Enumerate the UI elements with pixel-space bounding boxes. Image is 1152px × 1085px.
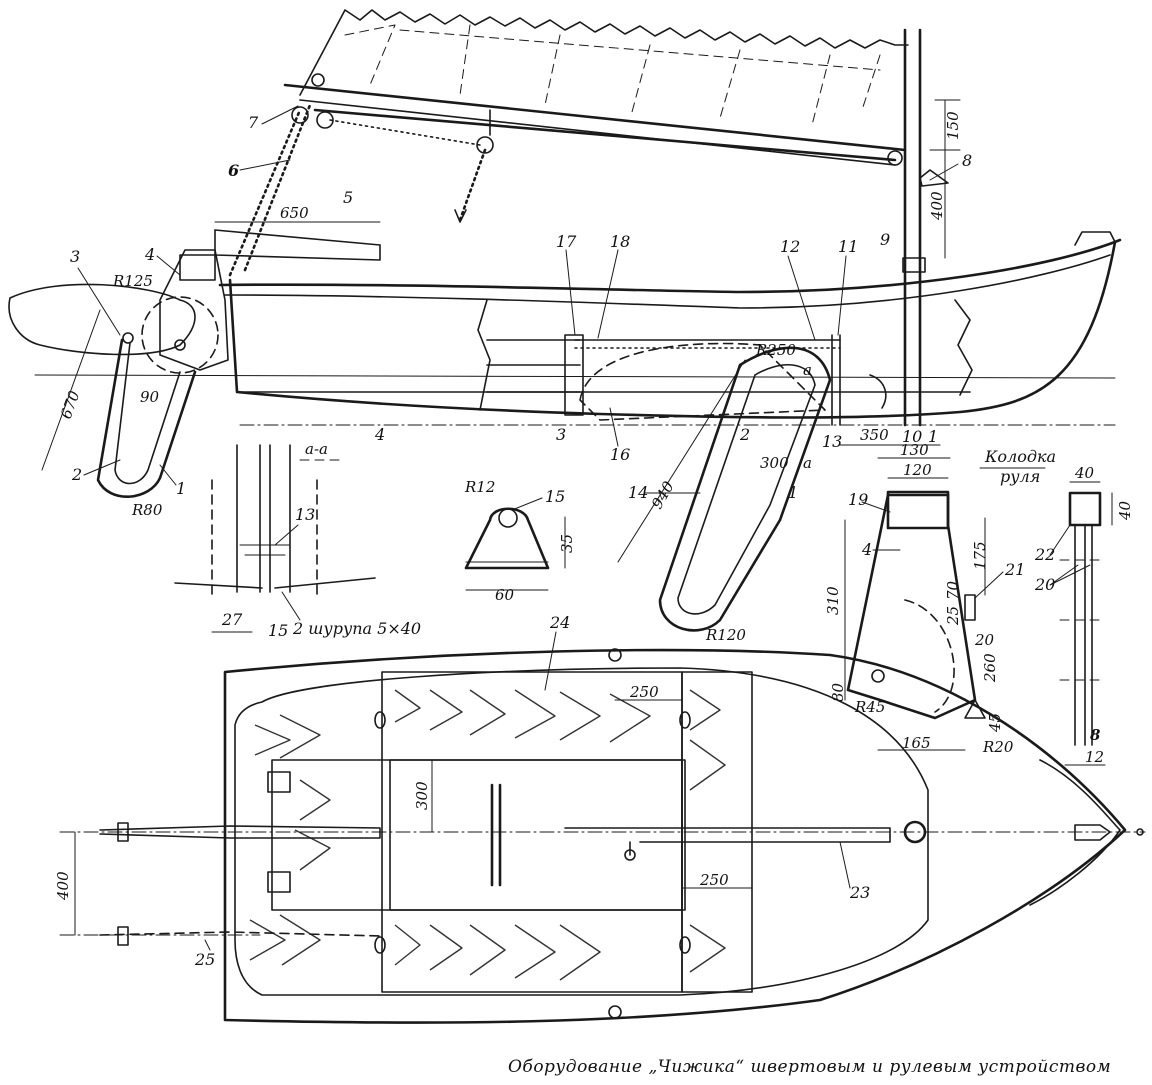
mast <box>902 28 926 427</box>
side-view: 7 6 8 9 5 4 3 17 18 12 11 16 3 4 2 13 10… <box>8 9 1122 644</box>
label-14: 14 <box>628 483 648 502</box>
dim-400-mast: 400 <box>928 191 946 221</box>
sail <box>299 9 909 126</box>
dim-250-top: 250 <box>629 683 659 701</box>
label-9: 9 <box>880 230 890 249</box>
dim-a-bot: a <box>803 454 812 472</box>
label-19: 19 <box>848 490 868 509</box>
rudder-head-side <box>141 249 229 374</box>
dim-20: 20 <box>974 631 995 649</box>
section-title: а-а <box>305 440 328 458</box>
boom <box>283 73 907 166</box>
label-22: 22 <box>1034 545 1055 564</box>
label-1-bow: 1 <box>928 427 938 446</box>
dim-40-top: 40 <box>1074 464 1095 482</box>
dim-165: 165 <box>902 734 931 752</box>
label-13-sec: 13 <box>295 505 315 524</box>
figure-caption: Оборудование „Чижика“ швертовым и рулевы… <box>508 1057 1111 1077</box>
label-5: 5 <box>343 188 353 207</box>
rudder-blade <box>96 332 197 498</box>
dim-r12: R12 <box>464 478 495 496</box>
screws-note: 2 шурупа 5×40 <box>292 619 421 638</box>
label-13-top: 13 <box>822 432 842 451</box>
sheet-rigging <box>228 103 494 277</box>
dim-r125: R125 <box>112 272 153 290</box>
label-21: 21 <box>1004 560 1025 579</box>
dim-45: 45 <box>986 713 1004 733</box>
centreboard <box>579 334 887 632</box>
fitting-detail: 40 40 22 20 8 12 <box>1034 464 1134 766</box>
label-17: 17 <box>556 232 577 251</box>
dim-260: 260 <box>981 653 999 683</box>
dim-175: 175 <box>971 541 989 570</box>
label-2-rudder: 2 <box>71 465 82 484</box>
dim-70: 70 <box>944 580 962 600</box>
dim-r250: R250 <box>755 341 796 359</box>
dim-35: 35 <box>558 534 576 553</box>
dim-a-top: a <box>803 361 812 379</box>
dim-r20: R20 <box>982 738 1014 756</box>
dim-650: 650 <box>280 204 309 222</box>
label-11: 11 <box>838 237 858 256</box>
label-15-plate: 15 <box>545 487 565 506</box>
dim-670: 670 <box>57 388 84 421</box>
dim-300-plan: 300 <box>413 781 431 810</box>
side-dimensions <box>41 99 961 563</box>
dim-60: 60 <box>495 586 515 604</box>
dim-80: 80 <box>829 682 847 702</box>
plan-view: 250 300 250 400 24 23 25 <box>54 613 1146 1024</box>
label-4-detail: 4 <box>861 540 872 559</box>
label-3-keel: 3 <box>556 425 566 444</box>
label-7: 7 <box>248 113 259 132</box>
label-1-top: 1 <box>176 479 186 498</box>
label-2-shvert: 2 <box>739 425 750 444</box>
dim-130: 130 <box>900 441 929 459</box>
dim-12: 12 <box>1085 748 1104 766</box>
block-title-1: Колодка <box>984 447 1056 466</box>
label-4-keel: 4 <box>374 425 385 444</box>
label-27: 27 <box>221 610 243 629</box>
label-23: 23 <box>849 883 870 902</box>
label-15-sec: 15 <box>268 621 288 640</box>
dim-r80: R80 <box>131 501 163 519</box>
label-4-block: 4 <box>144 245 155 264</box>
label-10: 10 <box>902 427 922 446</box>
dim-350: 350 <box>860 426 889 444</box>
label-20: 20 <box>1034 575 1055 594</box>
plate-15: R12 15 35 60 <box>464 478 576 604</box>
label-18: 18 <box>610 232 630 251</box>
label-12: 12 <box>780 237 800 256</box>
rudder-block-detail: Колодка руля 130 120 19 4 175 21 310 70 … <box>824 441 1056 756</box>
section-a-a: а-а 13 27 15 2 шурупа 5×40 <box>174 440 421 640</box>
dim-120: 120 <box>903 461 932 479</box>
label-25: 25 <box>194 950 215 969</box>
dim-300-shvert: 300 <box>760 454 789 472</box>
dim-r120: R120 <box>705 626 746 644</box>
dim-40-side: 40 <box>1116 500 1134 521</box>
dim-150: 150 <box>944 111 962 140</box>
block-title-2: руля <box>1000 467 1040 486</box>
dim-r45: R45 <box>854 698 885 716</box>
label-8: 8 <box>962 151 972 170</box>
label-16: 16 <box>610 445 630 464</box>
hull-side <box>218 231 1122 419</box>
label-24: 24 <box>549 613 570 632</box>
dim-250-mid: 250 <box>699 871 729 889</box>
label-3-tiller: 3 <box>70 247 80 266</box>
dim-310: 310 <box>824 586 842 615</box>
dim-25: 25 <box>944 606 962 626</box>
label-1-shvert: 1 <box>788 483 798 502</box>
dim-8: 8 <box>1090 726 1101 744</box>
dim-400-plan: 400 <box>54 871 72 901</box>
tiller <box>8 229 381 356</box>
label-6: 6 <box>228 161 239 180</box>
dim-90: 90 <box>140 388 160 406</box>
